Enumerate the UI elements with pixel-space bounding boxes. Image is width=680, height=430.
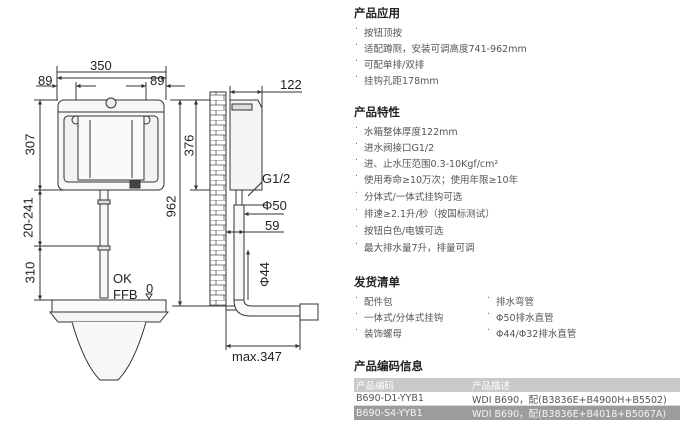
dim-d50: Φ50 <box>262 198 287 213</box>
table-header: 产品编码 产品描述 <box>354 378 680 392</box>
dim-962: 962 <box>163 195 179 218</box>
cell-code: B690-S4-YYB1 <box>356 407 423 419</box>
application-item: 按钮顶按 <box>355 24 402 39</box>
feature-item: 进水阀接口G1/2 <box>355 139 434 154</box>
section-title-features: 产品特性 <box>354 105 400 119</box>
application-item: 可配单排/双排 <box>355 56 424 71</box>
feature-item: 按钮白色/电镀可选 <box>355 222 443 237</box>
shipping-item-left: 一体式/分体式挂钩 <box>355 309 443 324</box>
label-ffb: FFB <box>113 287 138 302</box>
header-code: 产品编码 <box>356 381 395 392</box>
feature-item: 使用寿命≥10万次；使用年限≥10年 <box>355 171 518 186</box>
feature-item: 最大排水量7升，排量可调 <box>355 239 475 254</box>
dim-59: 59 <box>265 218 280 233</box>
cell-description: WDI B690，配(B3836E+B4900H+B5502) <box>472 394 667 406</box>
shipping-item-left: 配件包 <box>355 293 392 308</box>
dim-350: 350 <box>90 58 112 73</box>
shipping-item-left: 装饰螺母 <box>355 325 402 340</box>
shipping-item-right: Φ50排水直管 <box>487 309 554 324</box>
application-item: 适配蹲厕，安装可调高度741-962mm <box>355 40 527 55</box>
dim-max347: max.347 <box>232 349 282 364</box>
product-code-table: 产品编码 产品描述 B690-D1-YYB1 WDI B690，配(B3836E… <box>354 378 680 420</box>
table-row: B690-S4-YYB1 WDI B690，配(B3836E+B4018+B50… <box>354 406 680 420</box>
dim-89-left: 89 <box>38 73 53 88</box>
cell-description: WDI B690，配(B3836E+B4018+B5067A) <box>472 409 667 420</box>
feature-item: 进、止水压范围0.3-10Kgf/cm² <box>355 155 498 170</box>
side-view <box>170 86 319 350</box>
spec-panel: 产品应用 按钮顶按 适配蹲厕，安装可调高度741-962mm 可配单排/双排 挂… <box>354 0 680 430</box>
dim-g12: G1/2 <box>262 171 291 186</box>
section-title-shipping: 发货清单 <box>354 275 400 289</box>
shipping-item-right: Φ44/Φ32排水直管 <box>487 325 576 340</box>
technical-drawing-svg <box>34 66 319 381</box>
dim-376: 376 <box>181 134 197 157</box>
feature-item: 分体式/一体式挂钩可选 <box>355 188 462 203</box>
label-ok: OK <box>113 271 132 286</box>
feature-item: 排速≥2.1升/秒（按国标测试） <box>355 205 495 220</box>
dim-310: 310 <box>22 261 38 284</box>
shipping-item-right: 排水弯管 <box>487 293 534 308</box>
dim-122: 122 <box>280 77 302 92</box>
cell-code: B690-D1-YYB1 <box>356 393 424 404</box>
installation-drawing: 89 350 89 307 20-241 310 OK FFB 0 122 37… <box>20 58 319 381</box>
dim-20-241: 20-241 <box>20 197 36 238</box>
table-row: B690-D1-YYB1 WDI B690，配(B3836E+B4900H+B5… <box>354 392 680 406</box>
header-description: 产品描述 <box>472 381 511 392</box>
front-view <box>34 66 185 381</box>
application-item: 挂钩孔距178mm <box>355 72 439 87</box>
section-title-codes: 产品编码信息 <box>354 359 423 373</box>
dim-d44: Φ44 <box>256 262 272 287</box>
dim-307: 307 <box>22 133 38 156</box>
section-title-application: 产品应用 <box>354 6 400 20</box>
dim-89-right: 89 <box>150 73 165 88</box>
label-zero: 0 <box>146 281 154 296</box>
feature-item: 水箱整体厚度122mm <box>355 123 458 138</box>
